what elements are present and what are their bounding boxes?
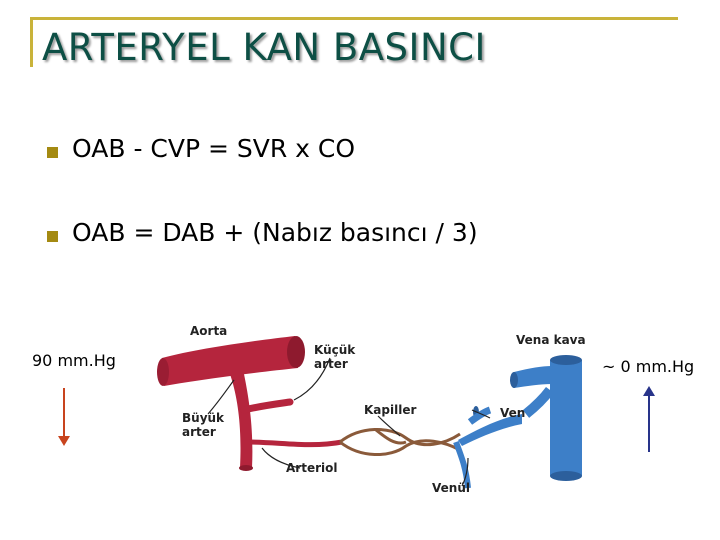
arrow-up-icon [641, 384, 657, 454]
label-small-artery-1: Küçük [314, 343, 356, 357]
pressure-left-label: 90 mm.Hg [32, 351, 116, 370]
vein-vessels [456, 390, 550, 488]
pressure-right-label: ~ 0 mm.Hg [602, 357, 694, 376]
arrow-down-icon [56, 386, 72, 448]
bullet-marker [47, 147, 58, 158]
blood-vessel-diagram: Aorta Küçük arter Büyük arter Kapiller V… [150, 318, 595, 500]
label-aorta: Aorta [190, 324, 227, 338]
bullet-text-formula-2: OAB = DAB + (Nabız basıncı / 3) [72, 218, 478, 247]
title-frame-left [30, 17, 33, 67]
page-title: ARTERYEL KAN BASINCI [42, 26, 486, 69]
capillary-network [340, 429, 460, 454]
label-large-artery-1: Büyük [182, 411, 225, 425]
title-frame-top [30, 17, 678, 20]
label-arteriole: Arteriol [286, 461, 337, 475]
label-small-artery-2: arter [314, 357, 348, 371]
bullet-text-formula-1: OAB - CVP = SVR x CO [72, 134, 355, 163]
arteriole-vessel [248, 442, 342, 445]
large-artery-vessel [230, 374, 252, 468]
label-vein: Ven [500, 406, 525, 420]
bullet-marker [47, 231, 58, 242]
aorta-vessel [157, 336, 305, 386]
label-vena-cava: Vena kava [516, 333, 586, 347]
label-venule: Venül [432, 481, 470, 495]
small-artery-vessel [244, 402, 290, 410]
label-capillaries: Kapiller [364, 403, 416, 417]
label-large-artery-2: arter [182, 425, 216, 439]
